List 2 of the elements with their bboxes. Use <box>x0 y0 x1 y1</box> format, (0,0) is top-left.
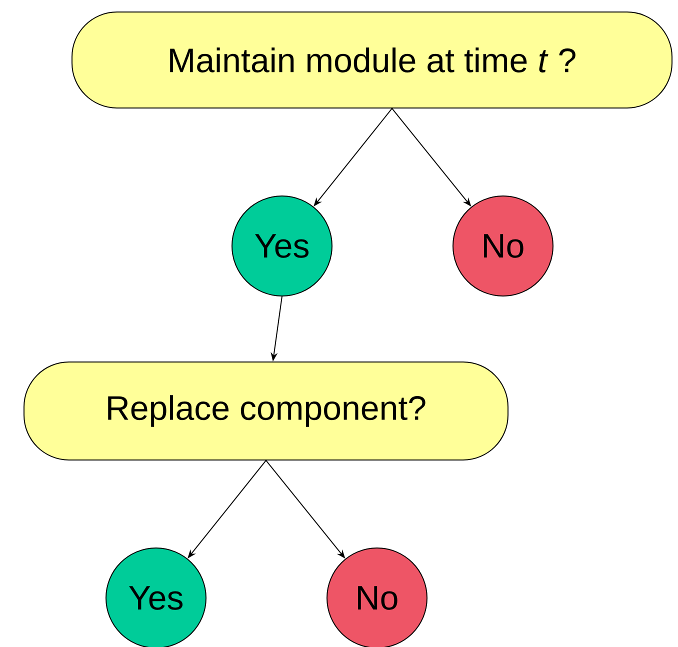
decision-box: Replace component? <box>24 361 508 460</box>
decision-box: Maintain module at time t ? <box>72 12 672 108</box>
